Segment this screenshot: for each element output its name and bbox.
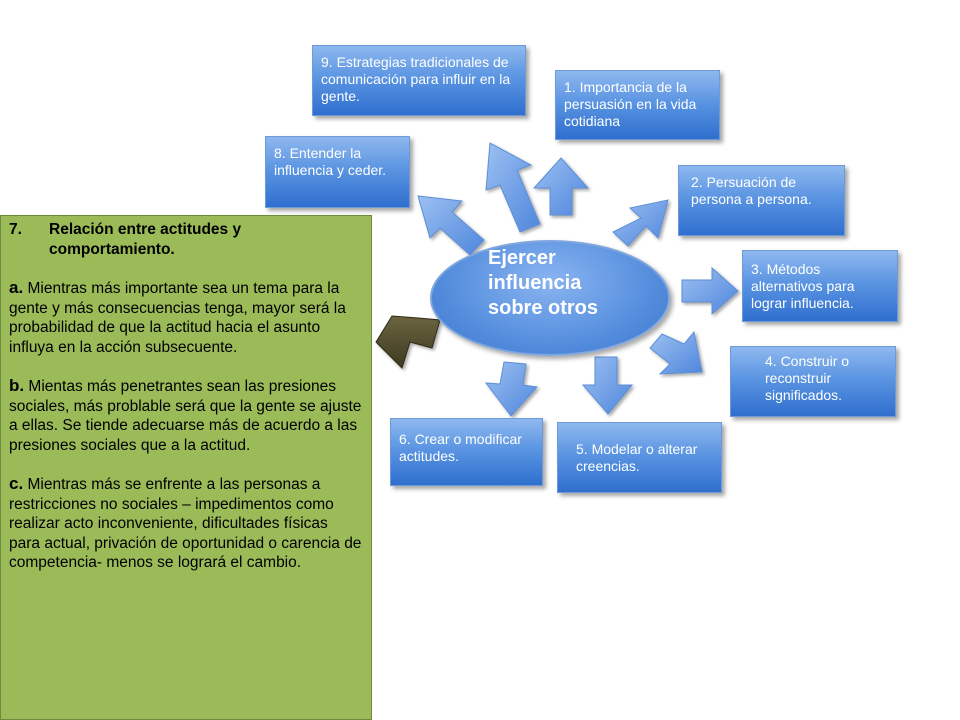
panel-title-text: Relación entre actitudes y comportamient… <box>49 221 242 258</box>
arrow-to-box-4 <box>649 330 703 375</box>
paragraph-c-text: Mientras más se enfrente a las personas … <box>9 476 362 571</box>
center-title-line-3: sobre otros <box>488 297 599 319</box>
arrow-to-box-6 <box>484 361 538 417</box>
panel-paragraph-a: a. Mientras más importante sea un tema p… <box>9 278 363 357</box>
arrow-to-box-9 <box>485 142 541 233</box>
paragraph-a-letter: a. <box>9 278 24 297</box>
box-5-modelar: 5. Modelar o alterar creencias. <box>557 422 722 493</box>
paragraph-c-letter: c. <box>9 474 24 493</box>
paragraph-b-text: Mientas más penetrantes sean las presion… <box>9 378 362 454</box>
panel-number: 7. <box>9 221 22 238</box>
arrow-to-box-1 <box>532 157 590 216</box>
arrow-to-panel-7 <box>375 315 441 369</box>
box-4-construir: 4. Construir o reconstruir significados. <box>730 346 896 417</box>
panel-title: 7. Relación entre actitudes y comportami… <box>9 220 363 259</box>
center-title-line-2: influencia <box>488 272 582 294</box>
box-1-importancia: 1. Importancia de la persuasión en la vi… <box>555 70 720 140</box>
arrow-to-box-5 <box>581 356 634 415</box>
paragraph-b-letter: b. <box>9 376 25 395</box>
panel-paragraph-b: b. Mientas más penetrantes sean las pres… <box>9 376 363 455</box>
arrow-to-box-2 <box>612 199 669 247</box>
box-8-entender: 8. Entender la influencia y ceder. <box>265 136 410 208</box>
panel-7-relacion: 7. Relación entre actitudes y comportami… <box>0 215 372 720</box>
center-title: Ejercer influencia sobre otros <box>488 246 658 321</box>
center-ellipse <box>430 240 670 356</box>
arrow-to-box-8 <box>417 195 485 256</box>
panel-paragraph-c: c. Mientras más se enfrente a las person… <box>9 474 363 573</box>
arrow-to-box-3 <box>681 266 739 316</box>
box-9-estrategias: 9. Estrategias tradicionales de comunica… <box>312 45 526 116</box>
box-3-metodos: 3. Métodos alternativos para lograr infl… <box>742 250 898 322</box>
box-2-persuacion: 2. Persuación de persona a persona. <box>678 165 845 236</box>
center-title-line-1: Ejercer <box>488 247 556 269</box>
paragraph-a-text: Mientras más importante sea un tema para… <box>9 280 346 356</box>
box-6-crear: 6. Crear o modificar actitudes. <box>390 418 543 486</box>
